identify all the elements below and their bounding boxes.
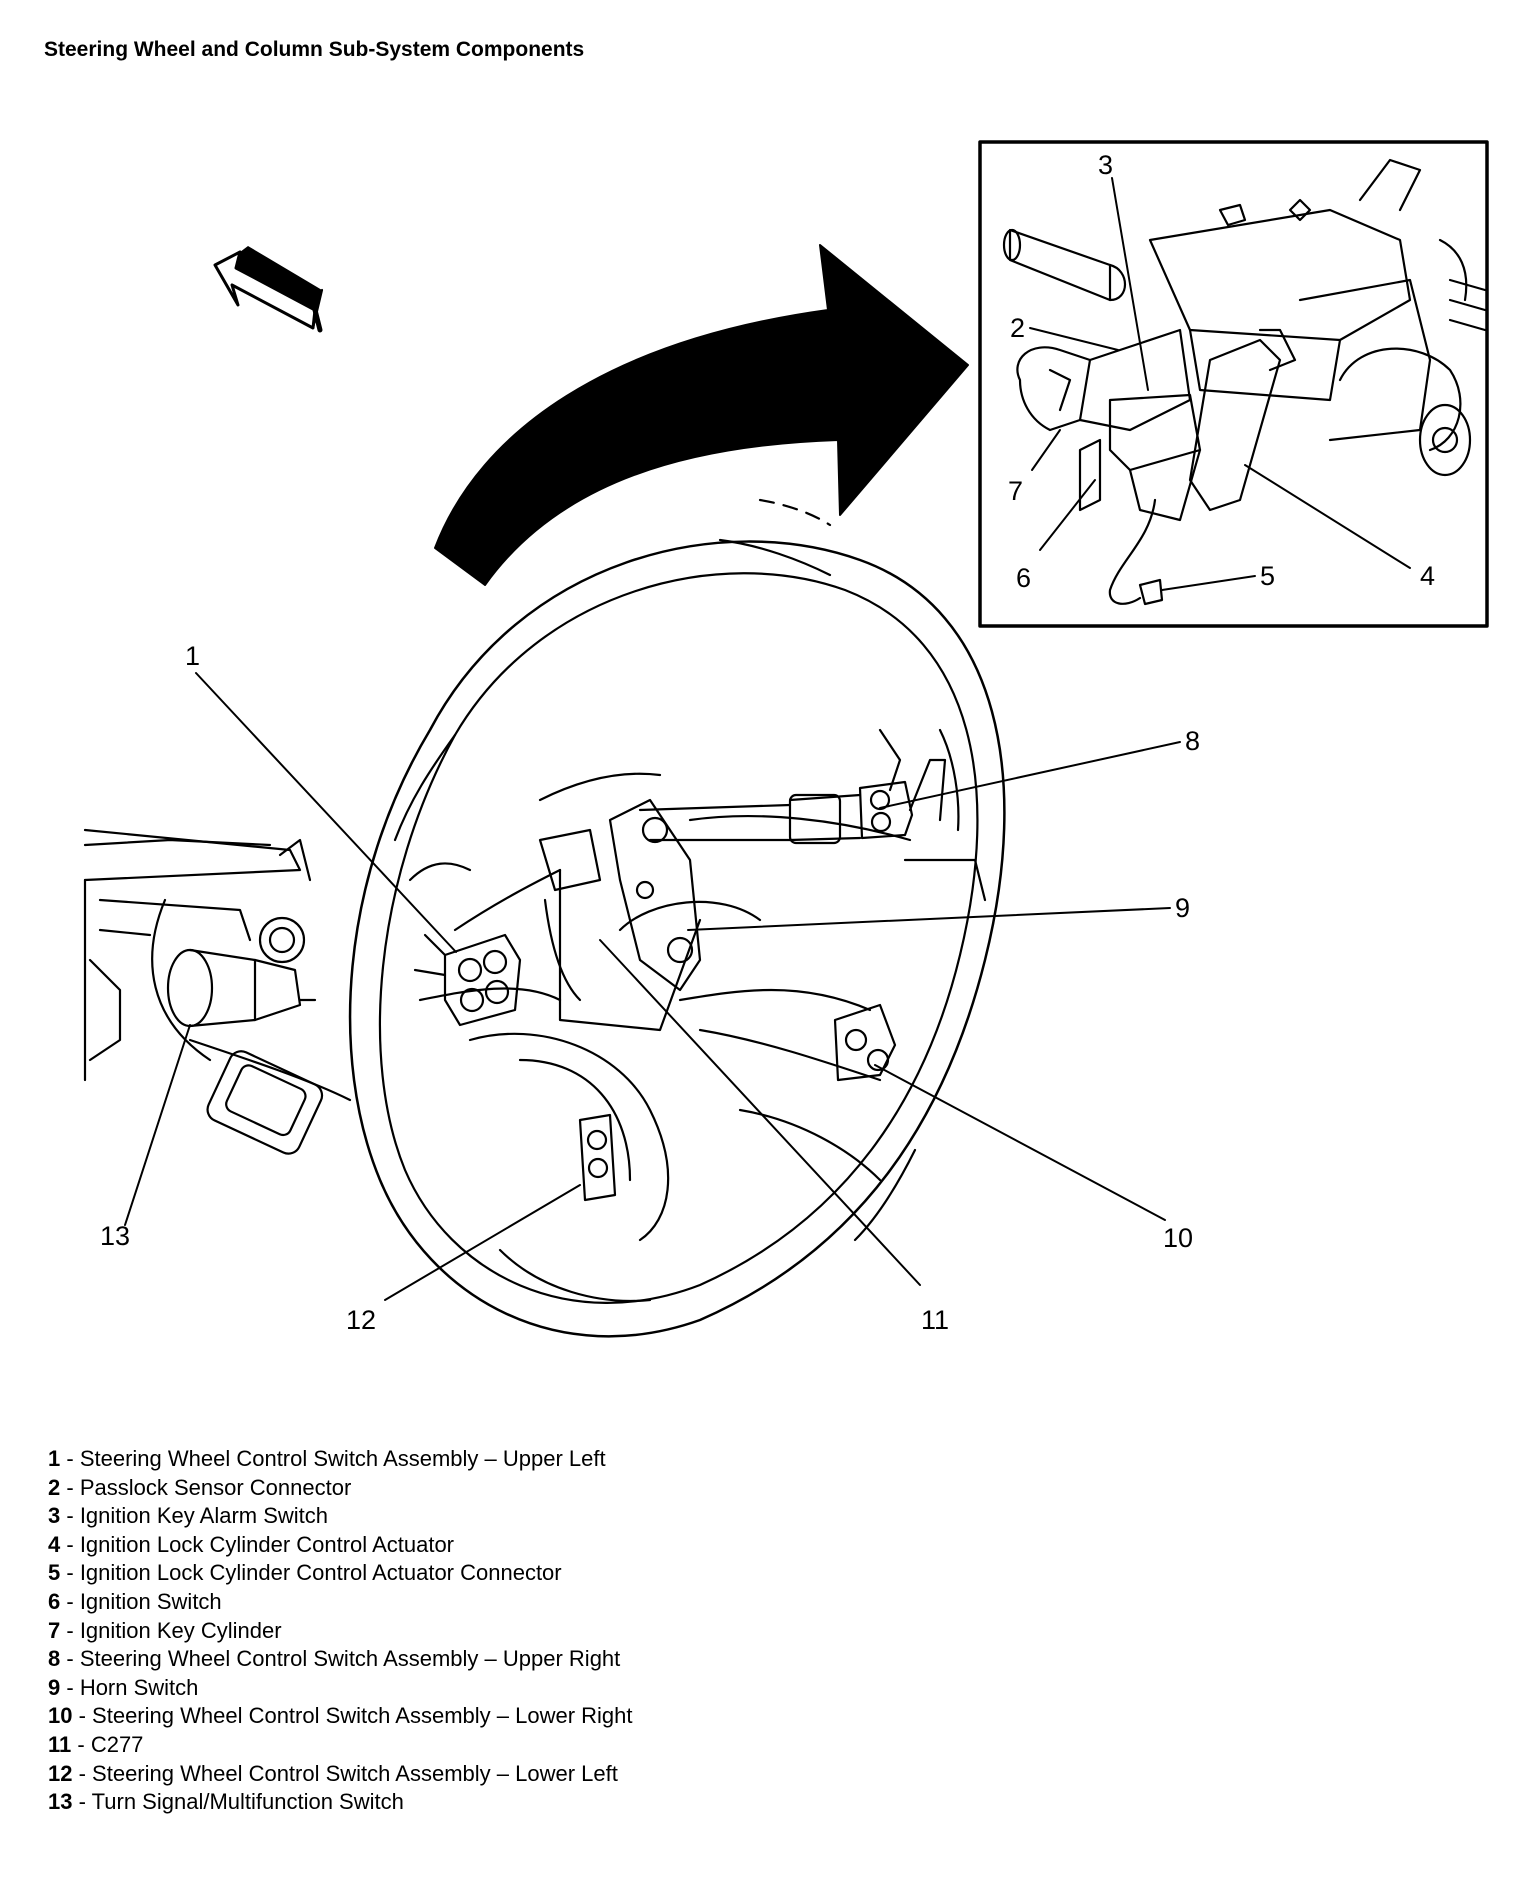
switch-lower-right xyxy=(833,1003,897,1082)
turn-signal-lever xyxy=(166,916,317,1028)
legend-item: 7 - Ignition Key Cylinder xyxy=(48,1617,282,1643)
leader-lines xyxy=(124,177,1411,1301)
callout-6: 6 xyxy=(1016,563,1031,593)
steering-wheel xyxy=(348,498,1006,1338)
legend-item: 6 - Ignition Switch xyxy=(48,1588,222,1614)
callout-13: 13 xyxy=(100,1221,130,1251)
legend-item: 11 - C277 xyxy=(48,1731,144,1757)
legend-item: 8 - Steering Wheel Control Switch Assemb… xyxy=(48,1646,621,1672)
direction-arrow-icon xyxy=(213,246,324,333)
callout-11: 11 xyxy=(921,1305,949,1335)
callout-7: 7 xyxy=(1008,476,1023,506)
callout-2: 2 xyxy=(1010,313,1025,343)
horn-switch xyxy=(538,798,702,1002)
legend-item: 1 - Steering Wheel Control Switch Assemb… xyxy=(48,1446,606,1471)
legend-item: 12 - Steering Wheel Control Switch Assem… xyxy=(48,1760,618,1786)
inset-column-detail xyxy=(1002,158,1487,606)
legend-item: 2 - Passlock Sensor Connector xyxy=(48,1474,352,1500)
legend-item: 10 - Steering Wheel Control Switch Assem… xyxy=(48,1703,633,1729)
callout-5: 5 xyxy=(1260,561,1275,591)
legend-item: 4 - Ignition Lock Cylinder Control Actua… xyxy=(48,1531,455,1557)
legend-item: 5 - Ignition Lock Cylinder Control Actua… xyxy=(48,1560,562,1586)
switch-lower-left xyxy=(578,1113,617,1202)
legend-item: 3 - Ignition Key Alarm Switch xyxy=(48,1503,329,1529)
callout-10: 10 xyxy=(1163,1223,1193,1253)
inset-box xyxy=(978,140,1489,628)
callout-3: 3 xyxy=(1098,150,1113,180)
component-legend: 1 - Steering Wheel Control Switch Assemb… xyxy=(48,1445,633,1817)
callout-4: 4 xyxy=(1420,561,1435,591)
callout-labels: 1 8 9 10 11 12 13 2 3 4 5 6 7 xyxy=(100,150,1435,1335)
switch-upper-right xyxy=(638,780,914,845)
callout-8: 8 xyxy=(1185,726,1200,756)
steering-column-diagram: 1 8 9 10 11 12 13 2 3 4 5 6 7 xyxy=(83,140,1489,1338)
callout-12: 12 xyxy=(346,1305,376,1335)
callout-1: 1 xyxy=(185,641,200,671)
steering-column-housing xyxy=(83,828,352,1155)
switch-upper-left xyxy=(413,933,522,1027)
curved-pointer-arrow xyxy=(434,244,969,586)
callout-9: 9 xyxy=(1175,893,1190,923)
legend-item: 13 - Turn Signal/Multifunction Switch xyxy=(48,1789,404,1815)
page-title: Steering Wheel and Column Sub-System Com… xyxy=(44,38,585,61)
legend-item: 9 - Horn Switch xyxy=(48,1674,199,1700)
